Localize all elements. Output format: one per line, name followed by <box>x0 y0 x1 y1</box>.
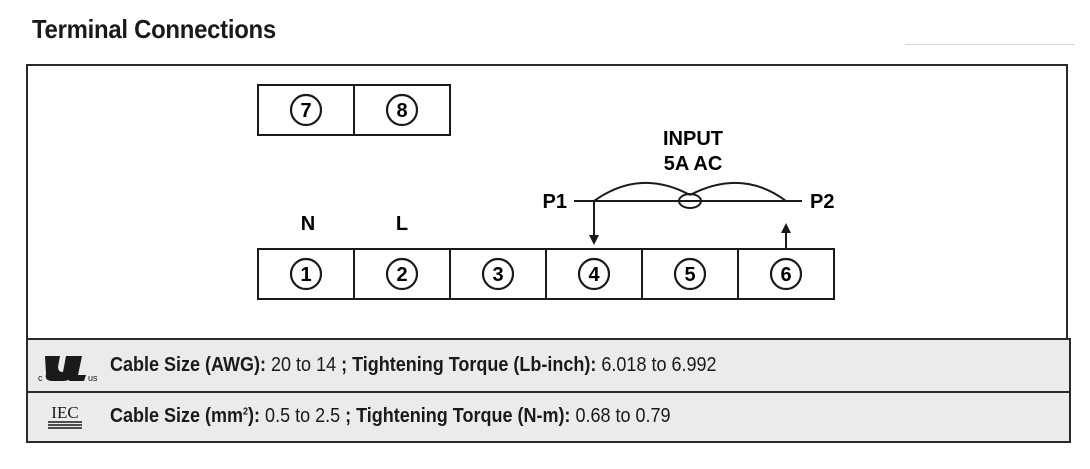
line-label: L <box>396 213 408 235</box>
ul-torque-value: 6.018 to 6.992 <box>601 354 717 376</box>
terminal-7-label: 7 <box>300 100 311 122</box>
diagram-frame <box>26 64 1068 340</box>
input-rating-label: 5A AC <box>664 153 723 175</box>
spec-table: c us Cable Size (AWG): 20 to 14 ; Tighte… <box>26 338 1071 443</box>
ct-core <box>678 193 702 209</box>
terminal-2-circle <box>385 257 419 291</box>
terminal-5-label: 5 <box>684 264 695 286</box>
ct-right-loop <box>689 181 787 202</box>
iec-cable-size-label-main: Cable Size (mm <box>110 404 244 427</box>
ul-cable-size-label: Cable Size (AWG): <box>110 354 267 376</box>
iec-cable-size-label-sup: 2 <box>243 405 249 417</box>
terminal-2-label: 2 <box>396 264 407 286</box>
terminal-8-circle <box>385 93 419 127</box>
terminal-5-circle <box>673 257 707 291</box>
terminal-4-circle <box>577 257 611 291</box>
iec-separator: ; <box>345 404 352 427</box>
iec-cable-size-label-end: ): <box>248 404 261 427</box>
ul-spec-text: Cable Size (AWG): 20 to 14 ; Tightening … <box>110 354 717 377</box>
top-terminal-block: 7 8 <box>257 84 451 136</box>
iec-torque-value: 0.68 to 0.79 <box>575 404 671 427</box>
terminal-7-circle <box>289 93 323 127</box>
ul-separator: ; <box>341 354 348 376</box>
ul-spec-row: c us Cable Size (AWG): 20 to 14 ; Tighte… <box>28 340 1069 393</box>
terminal-6-label: 6 <box>780 264 791 286</box>
p1-label: P1 <box>543 191 567 213</box>
svg-text:us: us <box>88 373 98 383</box>
ct-left-loop <box>593 181 691 202</box>
page-title: Terminal Connections <box>32 14 276 44</box>
terminal-1-circle <box>289 257 323 291</box>
ul-cable-size-value: 20 to 14 <box>271 354 337 376</box>
terminal-8-label: 8 <box>396 100 407 122</box>
ul-certification-logo: c us <box>38 356 98 383</box>
terminal-6-circle <box>769 257 803 291</box>
iec-certification-logo: IEC <box>48 403 82 429</box>
terminal-3-label: 3 <box>492 264 503 286</box>
terminal-3-circle <box>481 257 515 291</box>
bottom-terminal-block: 1 2 3 4 5 6 <box>257 248 835 300</box>
terminal-diagram: 7 8 1 2 3 4 5 6 N L INPUT 5A AC P1 P2 <box>257 84 835 300</box>
iec-cable-size-value: 0.5 to 2.5 <box>265 404 341 427</box>
title-divider <box>905 44 1075 45</box>
iec-spec-row: IEC Cable Size (mm2): 0.5 to 2.5 ; Tight… <box>28 391 1069 441</box>
terminal-1-label: 1 <box>300 264 311 286</box>
p2-label: P2 <box>810 191 834 213</box>
svg-text:IEC: IEC <box>51 403 78 422</box>
ct-wiring <box>574 181 802 249</box>
input-label: INPUT <box>663 128 723 150</box>
terminal-4-label: 4 <box>588 264 600 286</box>
iec-torque-label: Tightening Torque (N-m): <box>356 404 571 427</box>
neutral-label: N <box>301 213 315 235</box>
svg-text:c: c <box>38 373 43 383</box>
iec-cable-size-label: Cable Size (mm2): <box>110 405 260 427</box>
ul-torque-label: Tightening Torque (Lb-inch): <box>352 354 597 376</box>
iec-spec-text: Cable Size (mm2): 0.5 to 2.5 ; Tightenin… <box>110 405 671 428</box>
